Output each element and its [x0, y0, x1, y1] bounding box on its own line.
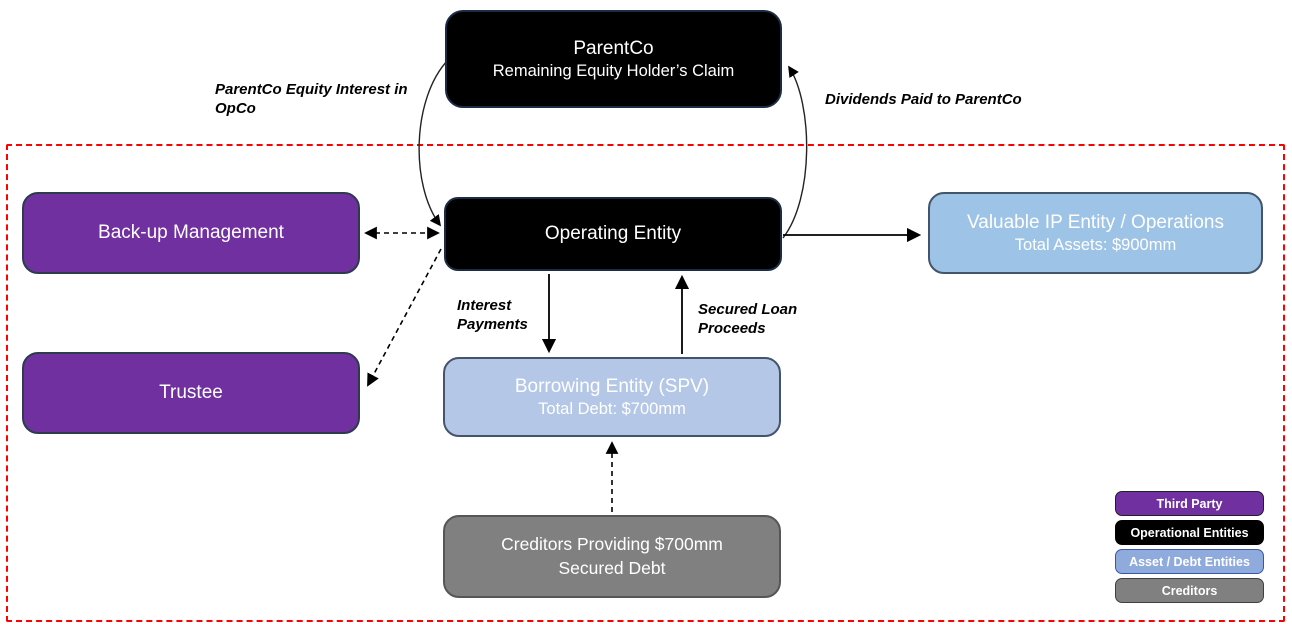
legend-item-third-party: Third Party — [1115, 491, 1264, 516]
node-operating-entity: Operating Entity — [444, 197, 782, 271]
node-parentco-subtitle: Remaining Equity Holder’s Claim — [492, 61, 735, 80]
node-creditors-title: Creditors Providing $700mm Secured Debt — [501, 534, 723, 578]
node-operating-entity-title: Operating Entity — [544, 223, 682, 245]
legend-item-asset-debt-entities: Asset / Debt Entities — [1115, 549, 1264, 574]
node-valuable-ip-entity: Valuable IP Entity / Operations Total As… — [928, 192, 1263, 274]
node-parentco: ParentCo Remaining Equity Holder’s Claim — [445, 10, 782, 108]
legend-item-creditors: Creditors — [1115, 578, 1264, 603]
node-parentco-title: ParentCo — [573, 37, 654, 59]
label-equity-interest: ParentCo Equity Interest in OpCo — [215, 81, 408, 118]
node-creditors: Creditors Providing $700mm Secured Debt — [443, 515, 781, 598]
legend-item-label: Asset / Debt Entities — [1129, 554, 1250, 569]
legend-item-label: Third Party — [1156, 496, 1223, 511]
legend-item-operational-entities: Operational Entities — [1115, 520, 1264, 545]
label-interest-payments: Interest Payments — [457, 297, 528, 334]
legend: Third Party Operational Entities Asset /… — [1115, 491, 1264, 607]
legend-item-label: Operational Entities — [1130, 525, 1249, 540]
label-dividends: Dividends Paid to ParentCo — [825, 91, 1022, 108]
node-borrowing-entity-spv: Borrowing Entity (SPV) Total Debt: $700m… — [443, 357, 781, 437]
label-secured-loan-proceeds: Secured Loan Proceeds — [698, 301, 798, 338]
node-backup-management-title: Back-up Management — [98, 222, 284, 244]
legend-item-label: Creditors — [1161, 583, 1218, 598]
node-spv-title: Borrowing Entity (SPV) — [514, 375, 710, 397]
node-trustee: Trustee — [22, 352, 360, 434]
node-spv-subtitle: Total Debt: $700mm — [538, 399, 686, 418]
node-valuable-ip-subtitle: Total Assets: $900mm — [1014, 235, 1177, 254]
node-backup-management: Back-up Management — [22, 192, 360, 274]
restricted-group-boundary — [6, 144, 1285, 622]
node-trustee-title: Trustee — [159, 382, 223, 404]
node-valuable-ip-title: Valuable IP Entity / Operations — [966, 211, 1224, 233]
